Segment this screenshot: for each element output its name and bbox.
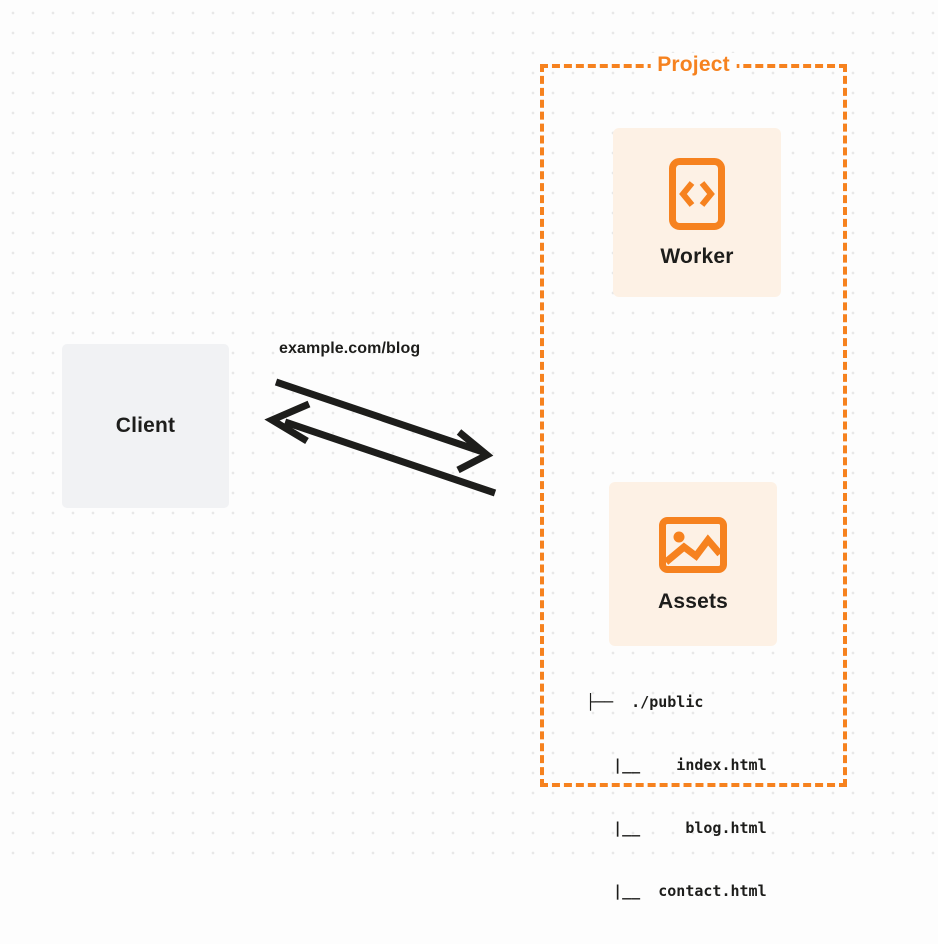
assets-label: Assets xyxy=(657,590,729,613)
tree-row: ├── ./public xyxy=(586,693,704,711)
project-group-label: Project xyxy=(650,53,737,77)
diagram-canvas: Client example.com/blog Project Worker xyxy=(0,0,938,900)
connection-label: example.com/blog xyxy=(279,340,421,357)
client-label: Client xyxy=(115,414,176,437)
worker-label: Worker xyxy=(660,244,734,268)
code-brackets-icon xyxy=(668,157,726,231)
request-arrow xyxy=(274,378,494,474)
response-arrow xyxy=(264,400,497,497)
client-node[interactable]: Client xyxy=(62,344,229,508)
tree-row: |__ blog.html xyxy=(586,819,767,837)
tree-row: |__ index.html xyxy=(586,756,767,774)
tree-row: |__ contact.html xyxy=(586,882,767,900)
worker-card[interactable]: Worker xyxy=(613,128,781,297)
assets-card[interactable]: Assets xyxy=(609,482,777,646)
asset-file-tree: ├── ./public |__ index.html |__ blog.htm… xyxy=(586,650,767,944)
image-icon xyxy=(658,514,728,576)
project-group: Project xyxy=(540,53,847,787)
